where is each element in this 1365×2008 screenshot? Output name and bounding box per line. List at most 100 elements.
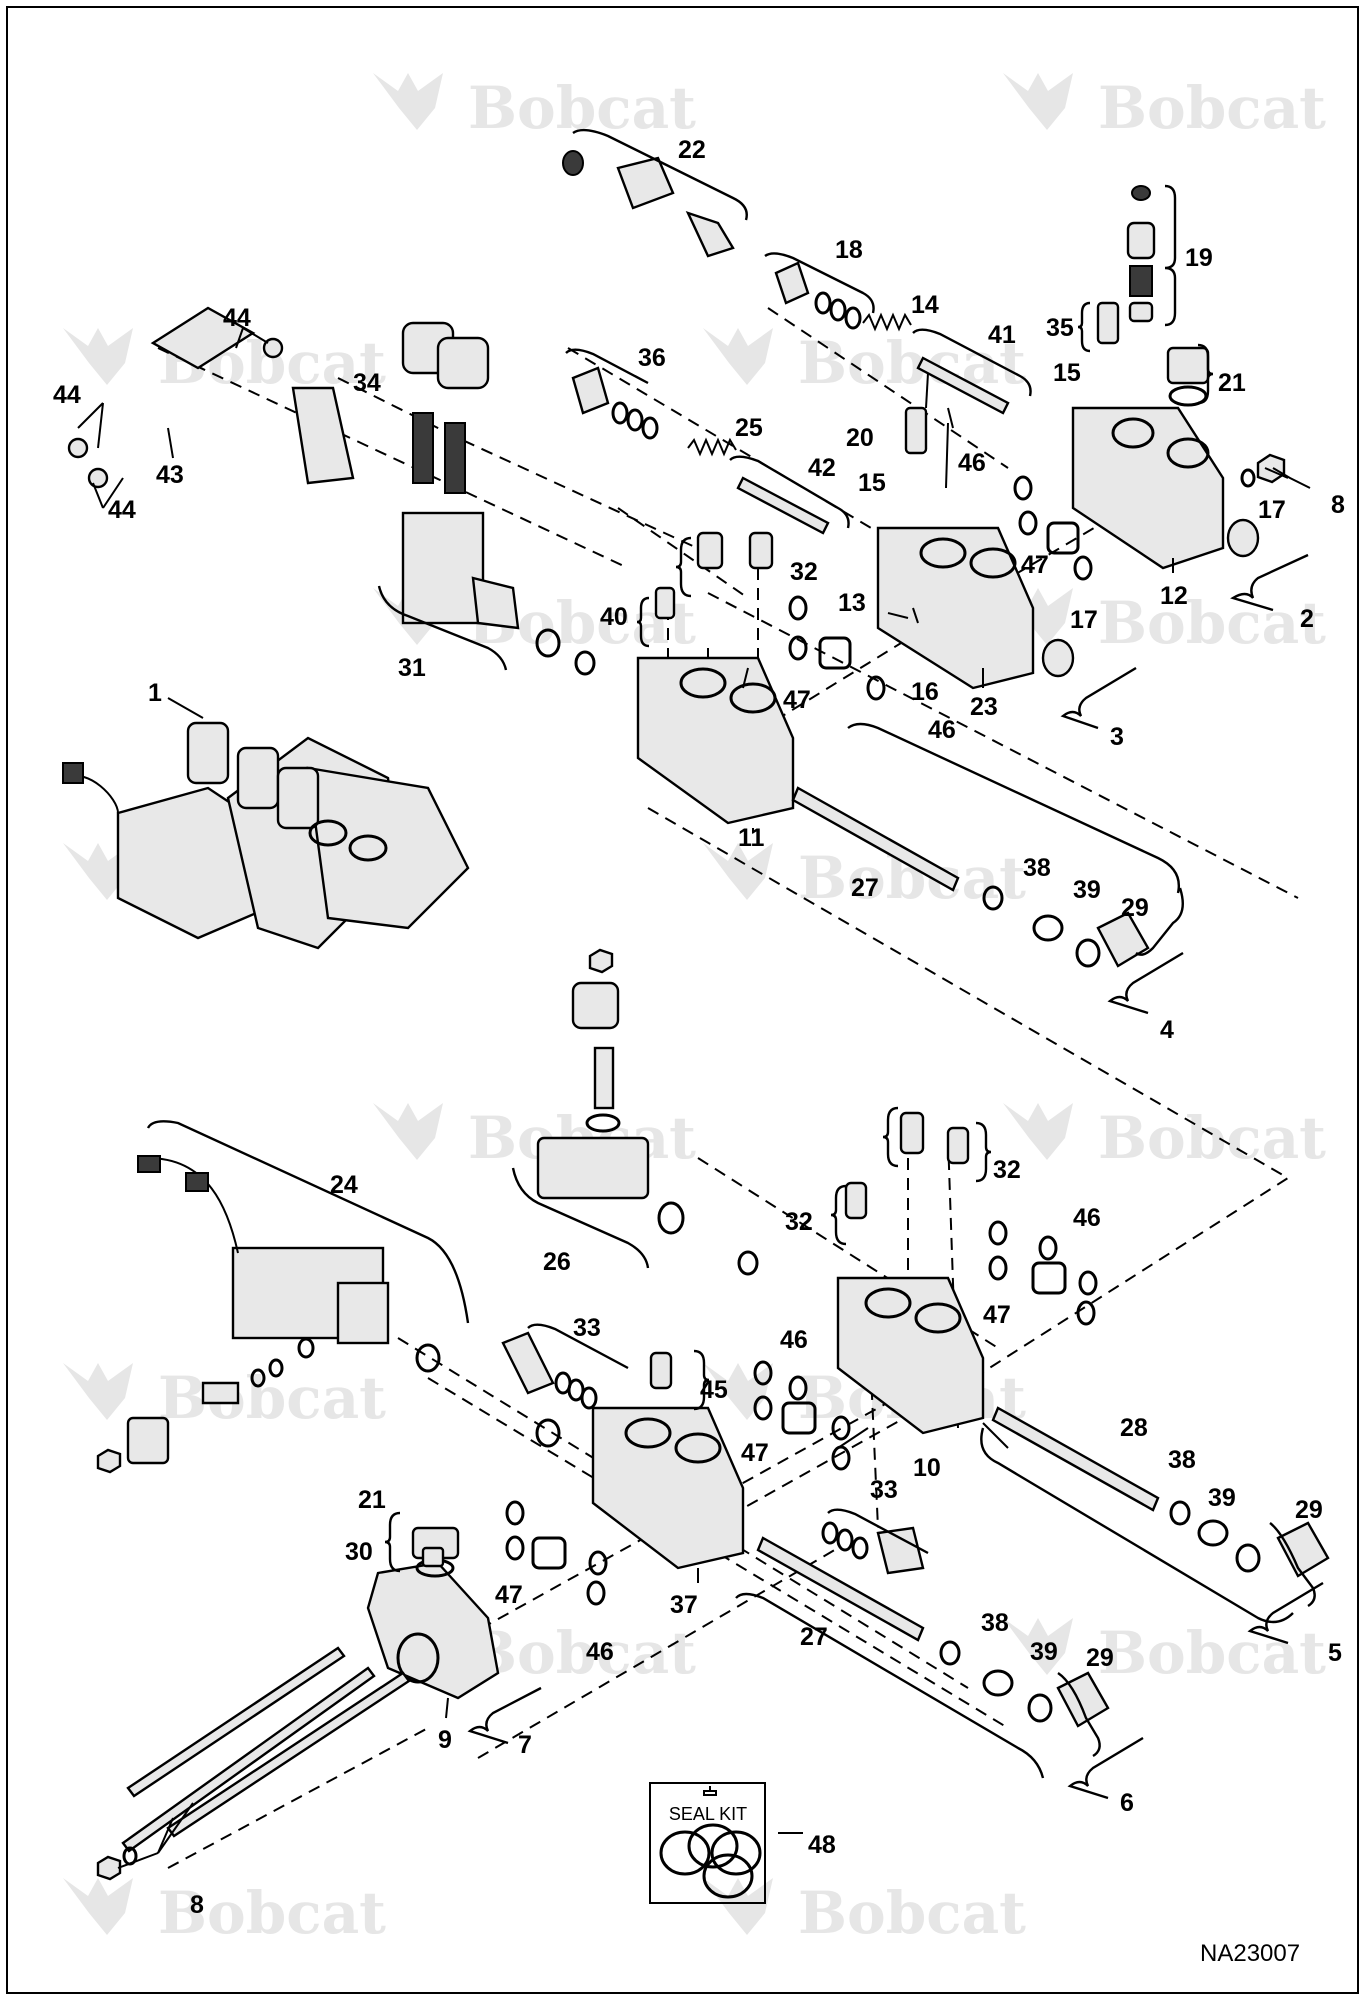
washer-39-a xyxy=(1032,914,1064,942)
callout-9: 9 xyxy=(438,1726,452,1754)
callout-1: 1 xyxy=(148,679,162,707)
brace-29-c xyxy=(1057,1672,1101,1758)
callout-4: 4 xyxy=(1160,1016,1174,1044)
oring-38-c xyxy=(939,1640,961,1666)
brace-4 xyxy=(1107,951,1184,1015)
brand-watermark: Bobcat xyxy=(1098,1619,1326,1687)
callout-27-b: 27 xyxy=(800,1623,828,1651)
brace-42 xyxy=(729,455,850,529)
brace-5 xyxy=(1247,1581,1324,1645)
brace-7 xyxy=(467,1686,542,1745)
callout-46-a: 46 xyxy=(958,449,986,477)
brace-33-b xyxy=(827,1508,929,1555)
callout-5: 5 xyxy=(1328,1639,1342,1667)
callout-47-a: 47 xyxy=(1021,551,1049,579)
callout-32-a: 32 xyxy=(790,558,818,586)
callout-46-b: 46 xyxy=(928,716,956,744)
brand-watermark: Bobcat xyxy=(798,1879,1026,1947)
callout-44-c: 44 xyxy=(108,496,136,524)
callout-42: 42 xyxy=(808,454,836,482)
callout-21-b: 21 xyxy=(358,1486,386,1514)
callout-46-c: 46 xyxy=(1073,1204,1101,1232)
callout-44-a: 44 xyxy=(223,304,251,332)
callout-23: 23 xyxy=(970,693,998,721)
brace-3 xyxy=(1060,666,1137,730)
callout-17-b: 17 xyxy=(1070,606,1098,634)
oring-38-b xyxy=(1169,1500,1191,1526)
brand-watermark: Bobcat xyxy=(468,1619,696,1687)
callout-32-c: 32 xyxy=(785,1208,813,1236)
callout-13: 13 xyxy=(838,589,866,617)
coil-31-b xyxy=(436,336,490,390)
spool-27-lower xyxy=(756,1536,925,1642)
section-37 xyxy=(591,1406,745,1570)
callout-26: 26 xyxy=(543,1248,571,1276)
brand-logo-icon xyxy=(703,1878,773,1935)
spool-28 xyxy=(991,1406,1160,1512)
spool-27-upper xyxy=(791,786,960,892)
brace-31 xyxy=(377,585,508,671)
callout-10: 10 xyxy=(913,1454,941,1482)
callout-39-c: 39 xyxy=(1030,1638,1058,1666)
cartridge-33-top xyxy=(501,1331,598,1448)
cap-21 xyxy=(1166,346,1210,407)
callout-labels: 1 2 3 4 5 6 7 8 8 9 10 11 12 13 14 15 15… xyxy=(53,136,1345,1919)
plug-30 xyxy=(421,1546,445,1568)
block-34 xyxy=(291,386,355,485)
callout-32-b: 32 xyxy=(993,1156,1021,1184)
plug-18 xyxy=(774,261,862,330)
section-10 xyxy=(836,1276,985,1435)
spool-41 xyxy=(916,356,1010,415)
callout-31: 31 xyxy=(398,654,426,682)
callout-25: 25 xyxy=(735,414,763,442)
brace-2 xyxy=(1230,553,1309,612)
callout-18: 18 xyxy=(835,236,863,264)
valve-32-b xyxy=(748,531,774,570)
solenoid-coil-22 xyxy=(562,150,735,258)
brand-logo-icon xyxy=(1003,1103,1073,1160)
callout-2: 2 xyxy=(1300,605,1314,633)
callout-46-d: 46 xyxy=(780,1326,808,1354)
callout-29-a: 29 xyxy=(1121,894,1149,922)
plug-17-a xyxy=(1226,518,1260,558)
valve-32-d xyxy=(946,1126,970,1165)
brace-32-a xyxy=(675,536,692,598)
brand-logo-icon xyxy=(1003,1618,1073,1675)
brace-32-e xyxy=(830,1184,847,1246)
section-12 xyxy=(1071,406,1225,570)
brace-40 xyxy=(636,596,650,648)
section-11 xyxy=(636,656,795,825)
brand-watermark: Bobcat xyxy=(468,74,696,142)
brand-logo-icon xyxy=(1003,73,1073,130)
valve-32-a xyxy=(696,531,724,570)
brand-logo-icon xyxy=(703,843,773,900)
callout-48: 48 xyxy=(808,1831,836,1859)
cap-29-a xyxy=(1096,911,1150,968)
callout-33-a: 33 xyxy=(573,1314,601,1342)
callout-47-b: 47 xyxy=(783,686,811,714)
callout-47-d: 47 xyxy=(741,1439,769,1467)
callout-47-c: 47 xyxy=(983,1301,1011,1329)
relief-valve-19 xyxy=(1126,185,1156,323)
brand-logo-icon xyxy=(63,328,133,385)
brace-28 xyxy=(980,1427,1294,1624)
valve-32-e xyxy=(844,1181,868,1220)
callout-41: 41 xyxy=(988,321,1016,349)
body-31 xyxy=(401,511,485,625)
callout-47-e: 47 xyxy=(495,1581,523,1609)
callout-3: 3 xyxy=(1110,723,1124,751)
callout-8-bottom: 8 xyxy=(190,1891,204,1919)
brand-logo-icon xyxy=(373,1103,443,1160)
callout-7: 7 xyxy=(518,1731,532,1759)
callout-45: 45 xyxy=(700,1376,728,1404)
brace-32-c xyxy=(882,1106,899,1168)
brand-logo-icon xyxy=(373,73,443,130)
callout-28: 28 xyxy=(1120,1414,1148,1442)
callout-24: 24 xyxy=(330,1171,358,1199)
assembled-valve-1 xyxy=(62,721,470,950)
brand-logo-icon xyxy=(703,328,773,385)
brace-set xyxy=(146,128,1324,1800)
section-23 xyxy=(876,526,1035,690)
plug-36 xyxy=(571,366,659,440)
